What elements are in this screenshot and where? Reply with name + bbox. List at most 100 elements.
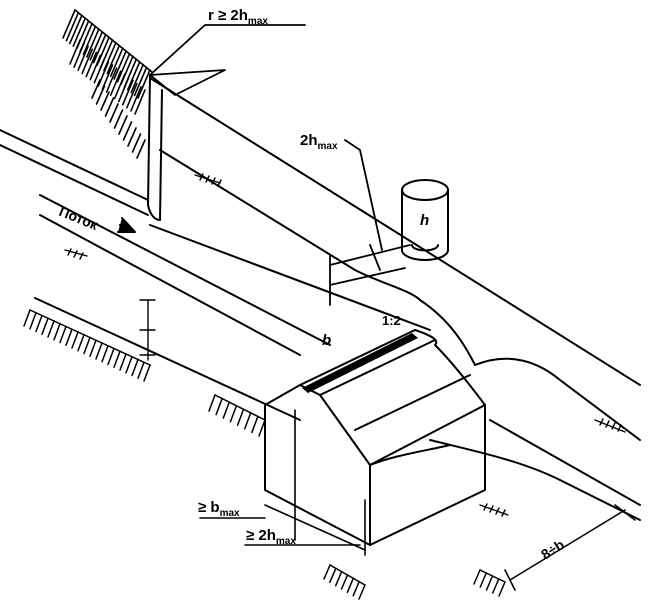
hatch-stroke — [97, 61, 110, 87]
hatch-stroke — [258, 419, 266, 437]
water-marks — [64, 173, 626, 517]
weir-body — [264, 329, 486, 546]
two-h-subscript: max — [318, 141, 338, 152]
hatch-stroke — [62, 9, 76, 39]
ground-hatching — [23, 309, 506, 600]
slope-label: 1:2 — [382, 313, 401, 328]
hatch-stroke — [85, 51, 98, 78]
dimension-lines — [199, 409, 636, 591]
hatch-stroke — [329, 567, 337, 584]
hatch-stroke — [35, 314, 43, 333]
hatch-stroke — [109, 70, 122, 97]
hatch-stroke — [334, 570, 343, 587]
hatch-stroke — [118, 115, 128, 135]
hatch-stroke — [113, 109, 124, 129]
eight-b-label: 8÷b — [538, 536, 567, 562]
hatch-stroke — [65, 11, 80, 42]
hatch-stroke — [136, 139, 146, 159]
hatch-stroke — [498, 581, 506, 597]
hatch-stroke — [65, 328, 73, 346]
ge-b-label: ≥ b — [198, 499, 220, 516]
hatch-stroke — [59, 325, 67, 344]
left-wall — [147, 74, 163, 221]
hatch-stroke — [131, 358, 139, 377]
ge-2h-subscript: max — [276, 536, 296, 547]
hatch-stroke — [122, 121, 133, 141]
hatch-stroke — [29, 312, 37, 330]
hatch-stroke — [125, 356, 133, 374]
hatch-stroke — [133, 66, 148, 97]
hatch-stroke — [77, 45, 89, 72]
hatch-stroke — [89, 339, 97, 357]
hatch-stroke — [69, 39, 81, 65]
hatch-stroke — [113, 50, 127, 80]
hatch-stroke — [126, 61, 141, 91]
hatch-stroke — [117, 76, 130, 103]
hatch-stroke — [106, 44, 121, 75]
hatch-stroke — [73, 42, 85, 68]
hatch-stroke — [89, 54, 102, 81]
hatch-stroke — [53, 323, 61, 341]
hatch-stroke — [243, 412, 252, 430]
hatch-stroke — [215, 397, 223, 416]
hatch-stroke — [71, 331, 79, 349]
hatch-stroke — [130, 86, 142, 112]
hatch-stroke — [229, 404, 238, 423]
hatch-stroke — [485, 575, 494, 591]
ge-2h-label: ≥ 2h — [246, 527, 276, 544]
hatch-stroke — [208, 394, 216, 412]
crest-b-label: b — [322, 332, 331, 349]
hatch-stroke — [83, 336, 91, 355]
hatch-stroke — [41, 317, 49, 335]
radius-leader — [149, 24, 306, 96]
hatch-stroke — [82, 25, 97, 56]
hatch-stroke — [119, 353, 127, 371]
svg-text:≥ bmax: ≥ bmax — [198, 499, 240, 519]
hatch-stroke — [222, 401, 231, 419]
hatch-stroke — [346, 577, 355, 594]
two-h-label: 2h — [300, 132, 318, 149]
hatch-stroke — [358, 584, 366, 600]
hatch-stroke — [100, 91, 110, 111]
hatch-stroke — [101, 64, 114, 90]
crest-band — [302, 333, 418, 393]
hatch-stroke — [109, 47, 124, 77]
hatch-stroke — [109, 103, 119, 123]
hatch-stroke — [116, 52, 131, 83]
svg-text:≥ 2hmax: ≥ 2hmax — [246, 527, 296, 547]
section-2h — [329, 139, 411, 306]
radius-subscript: max — [248, 16, 268, 27]
hatch-stroke — [107, 347, 115, 366]
hatch-stroke — [130, 63, 144, 94]
hatch-stroke — [89, 31, 104, 61]
hatch-stroke — [101, 345, 109, 363]
hatch-stroke — [492, 578, 500, 594]
hatch-stroke — [126, 82, 138, 109]
hatch-stroke — [77, 334, 85, 352]
hatch-stroke — [81, 48, 93, 75]
flow-arrow — [117, 217, 136, 233]
hatch-stroke — [95, 85, 106, 105]
hatch-stroke — [143, 364, 151, 382]
hatch-stroke — [23, 309, 31, 327]
hatched-bank-topleft — [62, 9, 153, 159]
hatch-stroke — [340, 574, 349, 590]
hatch-stroke — [352, 580, 360, 597]
channel-lines — [0, 77, 641, 521]
hatch-stroke — [113, 73, 126, 100]
hatch-stroke — [131, 133, 142, 153]
hatch-stroke — [113, 350, 121, 368]
hatch-stroke — [104, 97, 115, 117]
hatch-stroke — [473, 569, 481, 585]
left-depth-marks — [139, 299, 156, 361]
depth-h-label: h — [420, 212, 429, 229]
hatch-stroke — [92, 33, 107, 64]
hatch-stroke — [105, 67, 118, 93]
svg-text:r ≥ 2hmax: r ≥ 2hmax — [208, 7, 268, 27]
hatch-stroke — [479, 572, 487, 588]
hatch-stroke — [127, 127, 137, 147]
svg-text:2hmax: 2hmax — [300, 132, 338, 152]
hatch-stroke — [137, 69, 151, 99]
